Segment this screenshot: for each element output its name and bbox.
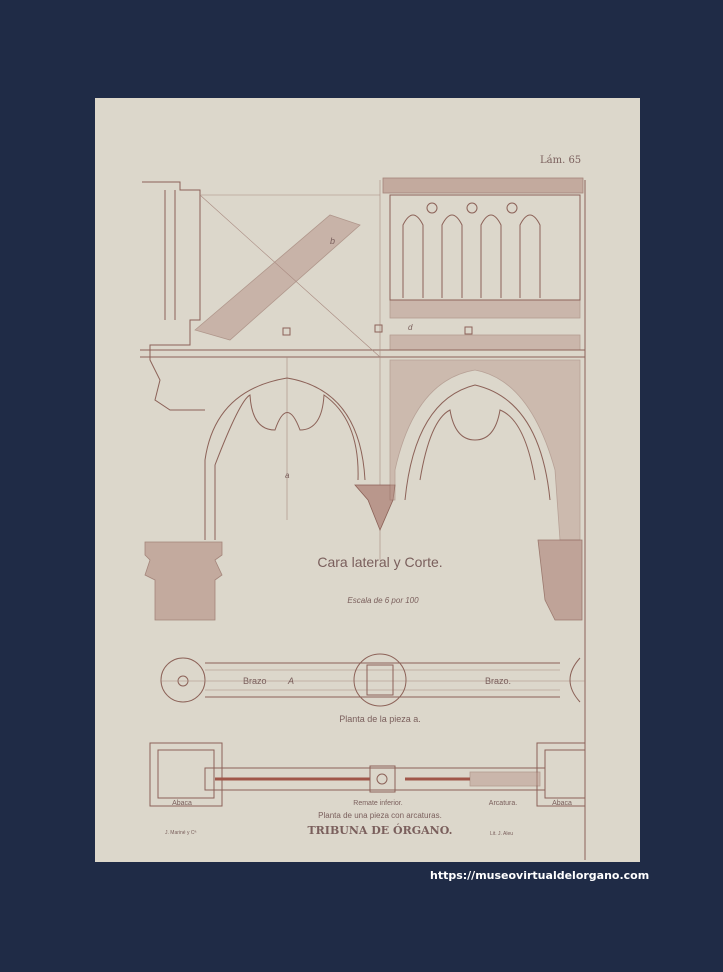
plan-arcades-caption: Planta de una pieza con arcaturas. bbox=[318, 811, 442, 820]
scale-caption: Escala de 6 por 100 bbox=[347, 596, 419, 605]
plate-title: TRIBUNA DE ÓRGANO. bbox=[307, 823, 452, 837]
paper-sheet bbox=[95, 98, 640, 862]
plan-a-caption: Planta de la pieza a. bbox=[339, 714, 421, 724]
plate-number: Lám. 65 bbox=[540, 155, 581, 166]
label-remate-inferior: Remate inferior. bbox=[353, 800, 402, 807]
section-letter-a: a bbox=[285, 471, 290, 480]
plate-text: Lám. 65 b a d Cara lateral y Corte. Esca… bbox=[165, 155, 581, 837]
label-abaca-right: Abaca bbox=[552, 800, 572, 807]
plan-with-arcades bbox=[149, 742, 586, 807]
plan-of-piece-a bbox=[160, 653, 585, 707]
elevation-drawing bbox=[140, 177, 586, 860]
watermark-url: https://museovirtualdelorgano.com bbox=[430, 869, 650, 882]
plan-a-left-letter: A bbox=[287, 676, 294, 686]
plan-a-right-label: Brazo. bbox=[485, 676, 511, 686]
section-letter-b: b bbox=[330, 236, 335, 246]
plan-a-left-label: Brazo bbox=[243, 676, 267, 686]
label-arcatura: Arcatura. bbox=[489, 800, 517, 807]
credit-right: Lit. J. Aleu bbox=[490, 831, 513, 837]
credit-left: J. Mariné y Cª bbox=[165, 830, 196, 836]
section-letter-d: d bbox=[408, 323, 413, 332]
main-caption: Cara lateral y Corte. bbox=[317, 554, 442, 570]
label-abaca-left: Abaca bbox=[172, 800, 192, 807]
